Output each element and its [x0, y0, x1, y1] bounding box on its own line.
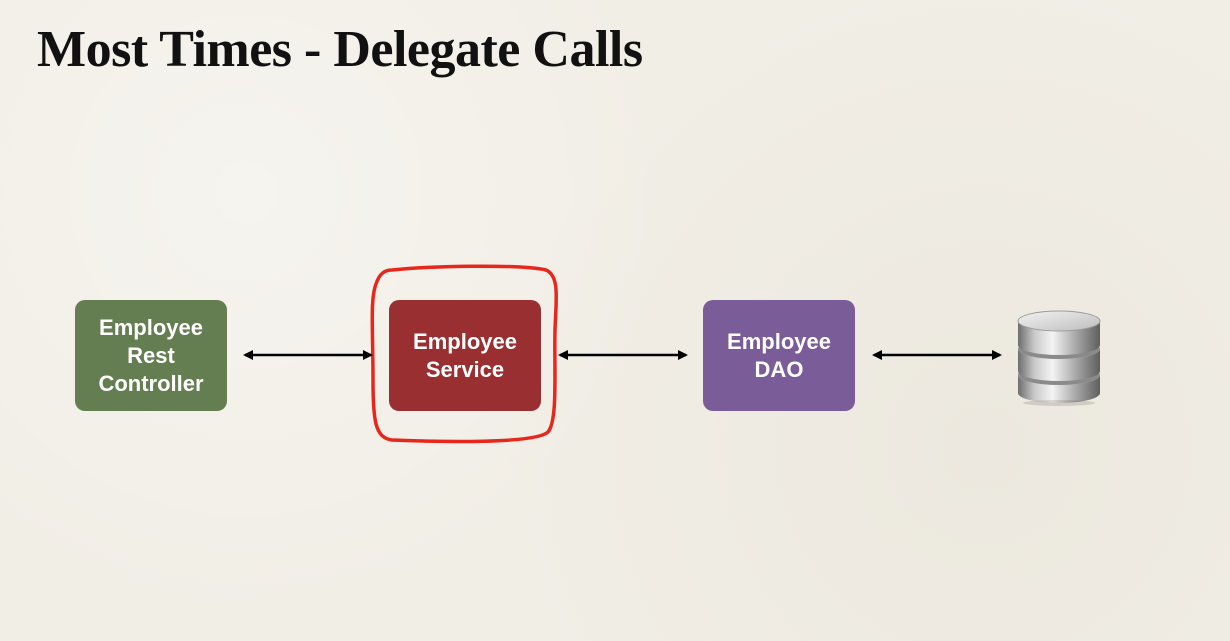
employee-rest-controller-label: Employee Rest Controller	[98, 314, 204, 396]
slide-title: Most Times - Delegate Calls	[37, 21, 643, 78]
database-icon	[1017, 310, 1101, 406]
employee-service-box: Employee Service	[389, 300, 541, 411]
employee-dao-label: Employee DAO	[727, 328, 831, 382]
employee-service-label: Employee Service	[413, 328, 517, 382]
employee-dao-box: Employee DAO	[703, 300, 855, 411]
employee-rest-controller-box: Employee Rest Controller	[75, 300, 227, 411]
